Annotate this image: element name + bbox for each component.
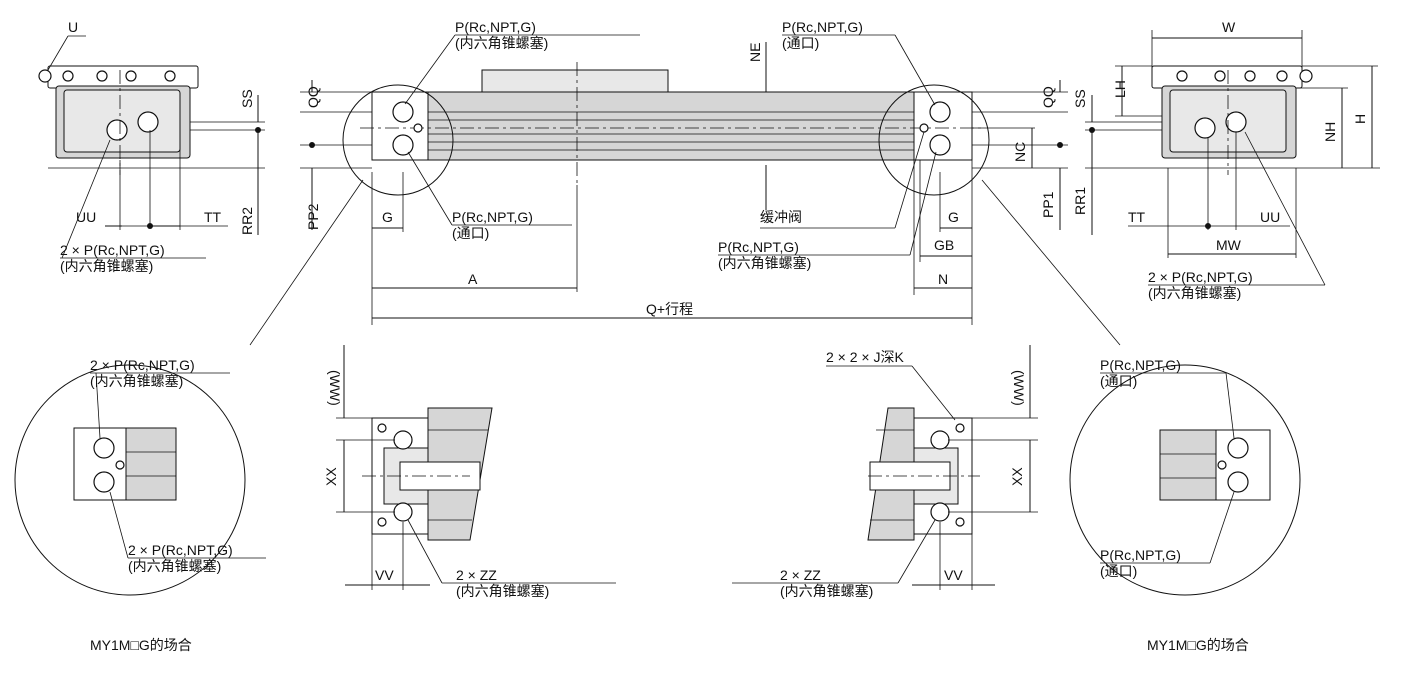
label-w: W (1222, 19, 1236, 35)
label-a: A (468, 271, 478, 287)
label-zz-right: 2 × ZZ (780, 567, 821, 583)
label-p-hex-bottom: P(Rc,NPT,G) (718, 239, 799, 255)
label-pp1: PP1 (1040, 191, 1056, 218)
label-u: U (68, 19, 78, 35)
label-xx-left: XX (323, 467, 339, 486)
label-2p-detail-left-bottom: 2 × P(Rc,NPT,G) (128, 542, 233, 558)
label-uu-left: UU (76, 209, 96, 225)
label-through-detail-right-top: (通口) (1100, 373, 1137, 389)
label-ww-right: (WW) (1011, 370, 1027, 406)
label-nc: NC (1012, 142, 1028, 162)
label-pp2: PP2 (305, 203, 321, 230)
label-p-top-right: P(Rc,NPT,G) (782, 19, 863, 35)
label-vv-right: VV (944, 567, 963, 583)
label-mw: MW (1216, 237, 1242, 253)
label-gb: GB (934, 237, 954, 253)
label-through-detail-right-bottom: (通口) (1100, 563, 1137, 579)
label-lh: LH (1112, 80, 1128, 98)
label-rr2: RR2 (239, 207, 255, 235)
left-end-view (38, 65, 265, 235)
label-through-top-right: (通口) (782, 35, 819, 51)
right-end-view (1085, 65, 1380, 235)
label-tt-left: TT (204, 209, 222, 225)
label-h: H (1352, 114, 1368, 124)
label-hexplug-top-left: (内六角锥螺塞) (455, 35, 548, 51)
label-zz-left: 2 × ZZ (456, 567, 497, 583)
label-cushion-valve: 缓冲阀 (760, 209, 802, 225)
label-tt-right: TT (1128, 209, 1146, 225)
label-uu-right: UU (1260, 209, 1280, 225)
label-hexplug-bottom: (内六角锥螺塞) (718, 255, 811, 271)
label-hexplug-right: (内六角锥螺塞) (1148, 285, 1241, 301)
label-ww-left: (WW) (327, 370, 343, 406)
label-hexplug-left: (内六角锥螺塞) (60, 258, 153, 274)
label-hexplug-zz-right: (内六角锥螺塞) (780, 583, 873, 599)
label-g-right: G (948, 209, 959, 225)
label-n: N (938, 271, 948, 287)
caption-right: MY1M□G的场合 (1147, 637, 1249, 653)
label-ss-right: SS (1072, 89, 1088, 108)
label-nh: NH (1322, 122, 1338, 142)
label-through-mid: (通口) (452, 225, 489, 241)
label-j-depth-k: 2 × 2 × J深K (826, 349, 904, 365)
label-hexplug-detail-left-bottom: (内六角锥螺塞) (128, 558, 221, 574)
label-2p-right: 2 × P(Rc,NPT,G) (1148, 269, 1253, 285)
detail-right (1069, 364, 1301, 596)
cylinder-top-view (342, 62, 990, 196)
detail-left (14, 364, 246, 596)
caption-left: MY1M□G的场合 (90, 637, 192, 653)
label-p-top-left: P(Rc,NPT,G) (455, 19, 536, 35)
label-hexplug-zz-left: (内六角锥螺塞) (456, 583, 549, 599)
label-2p-left: 2 × P(Rc,NPT,G) (60, 242, 165, 258)
label-hexplug-detail-left-top: (内六角锥螺塞) (90, 373, 183, 389)
label-q-stroke: Q+行程 (646, 301, 693, 317)
label-ne: NE (747, 43, 763, 62)
bottom-view-right (867, 407, 980, 541)
bottom-view-left (362, 407, 493, 541)
label-p-detail-right-top: P(Rc,NPT,G) (1100, 357, 1181, 373)
label-rr1: RR1 (1072, 187, 1088, 215)
label-qq-left: QQ (305, 86, 321, 108)
label-2p-detail-left: 2 × P(Rc,NPT,G) (90, 357, 195, 373)
label-p-through-mid: P(Rc,NPT,G) (452, 209, 533, 225)
label-p-detail-right-bottom: P(Rc,NPT,G) (1100, 547, 1181, 563)
label-qq-right: QQ (1040, 86, 1056, 108)
label-xx-right: XX (1009, 467, 1025, 486)
label-vv-left: VV (375, 567, 394, 583)
label-g-left: G (382, 209, 393, 225)
label-ss-left: SS (239, 89, 255, 108)
